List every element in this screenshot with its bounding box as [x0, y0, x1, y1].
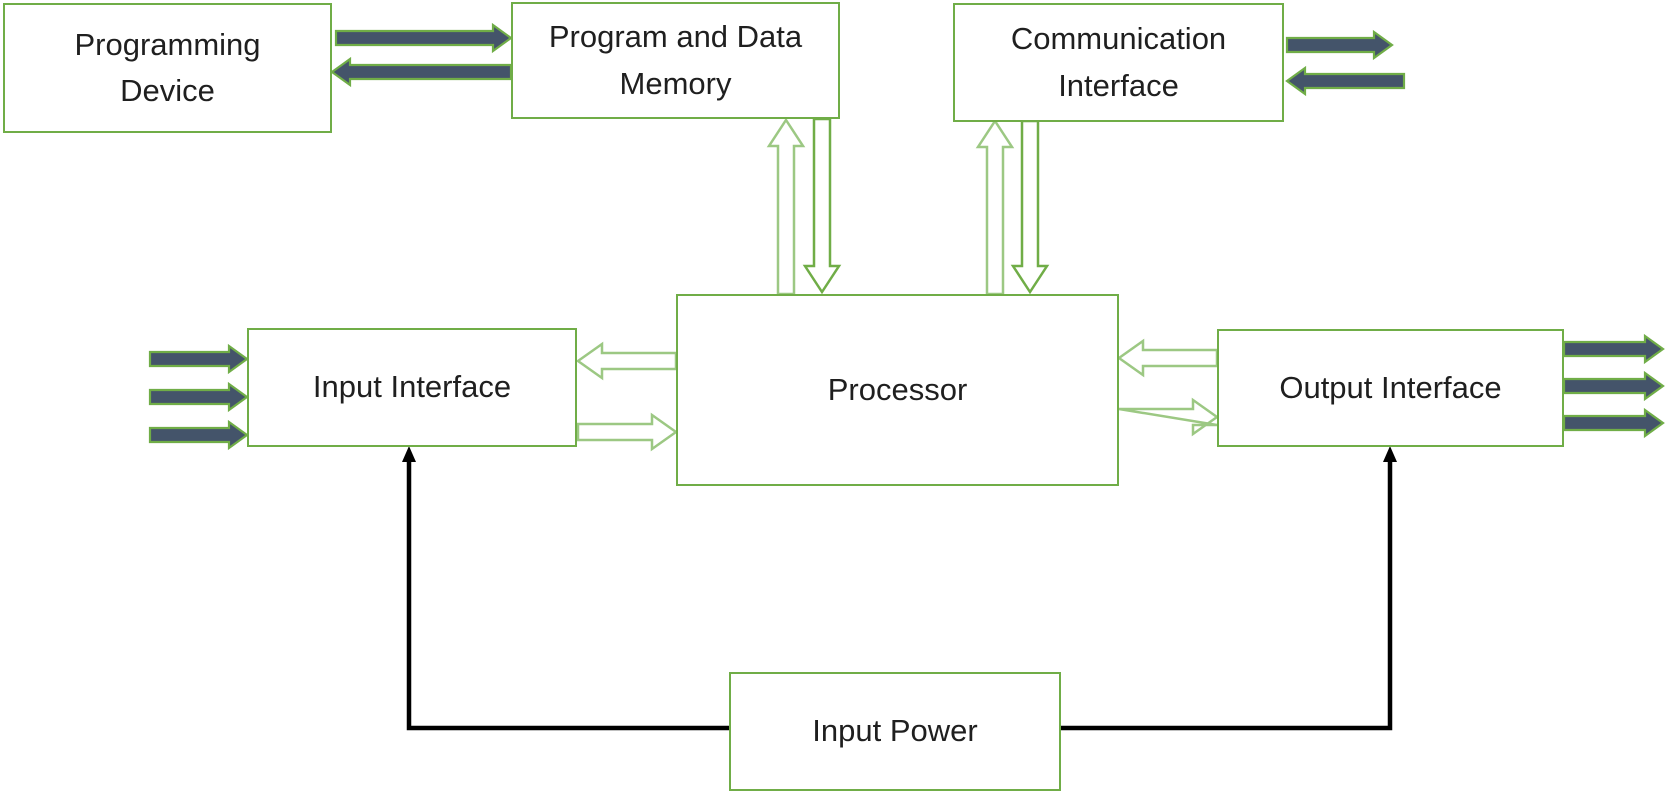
node-communication-interface: Communication Interface	[953, 3, 1284, 122]
node-program-data-memory-label: Program and Data Memory	[548, 19, 803, 101]
arrow-comm-to-processor-down	[1010, 119, 1050, 295]
node-communication-interface-label: Communication Interface	[1010, 21, 1227, 103]
arrow-processor-to-input-interface	[575, 341, 678, 381]
node-processor-label: Processor	[827, 371, 968, 407]
arrow-programming-to-memory	[334, 22, 513, 54]
arrow-input-1	[148, 343, 249, 375]
arrow-processor-to-memory-up	[766, 117, 806, 296]
node-output-interface: Output Interface	[1217, 329, 1564, 447]
node-programming-device-label: Programming Device	[74, 26, 261, 109]
node-processor: Processor	[676, 294, 1119, 486]
arrow-input-interface-to-processor	[576, 412, 679, 452]
power-arrowhead-output	[1383, 446, 1397, 462]
arrow-memory-to-processor-down	[802, 117, 842, 295]
node-input-interface: Input Interface	[247, 328, 577, 447]
arrow-input-2	[148, 381, 249, 413]
arrow-output-1	[1562, 333, 1665, 365]
arrow-processor-to-output-interface	[1118, 397, 1220, 437]
arrow-processor-to-comm-up	[975, 118, 1015, 296]
arrow-comm-in	[1285, 65, 1406, 97]
arrow-comm-out	[1285, 29, 1394, 61]
node-input-power-label: Input Power	[812, 713, 978, 749]
node-program-data-memory: Program and Data Memory	[511, 2, 840, 119]
node-input-interface-label: Input Interface	[312, 369, 512, 405]
arrow-input-3	[148, 419, 249, 451]
power-arrowhead-input	[402, 446, 416, 462]
node-output-interface-label: Output Interface	[1279, 369, 1502, 405]
power-line-to-input-interface	[406, 453, 729, 731]
arrow-output-3	[1562, 407, 1665, 439]
node-programming-device: Programming Device	[3, 3, 332, 133]
arrow-memory-to-programming	[330, 56, 513, 88]
arrow-output-interface-to-processor	[1116, 338, 1219, 378]
power-line-to-output-interface	[1061, 453, 1393, 731]
node-input-power: Input Power	[729, 672, 1061, 791]
arrow-output-2	[1562, 370, 1665, 402]
